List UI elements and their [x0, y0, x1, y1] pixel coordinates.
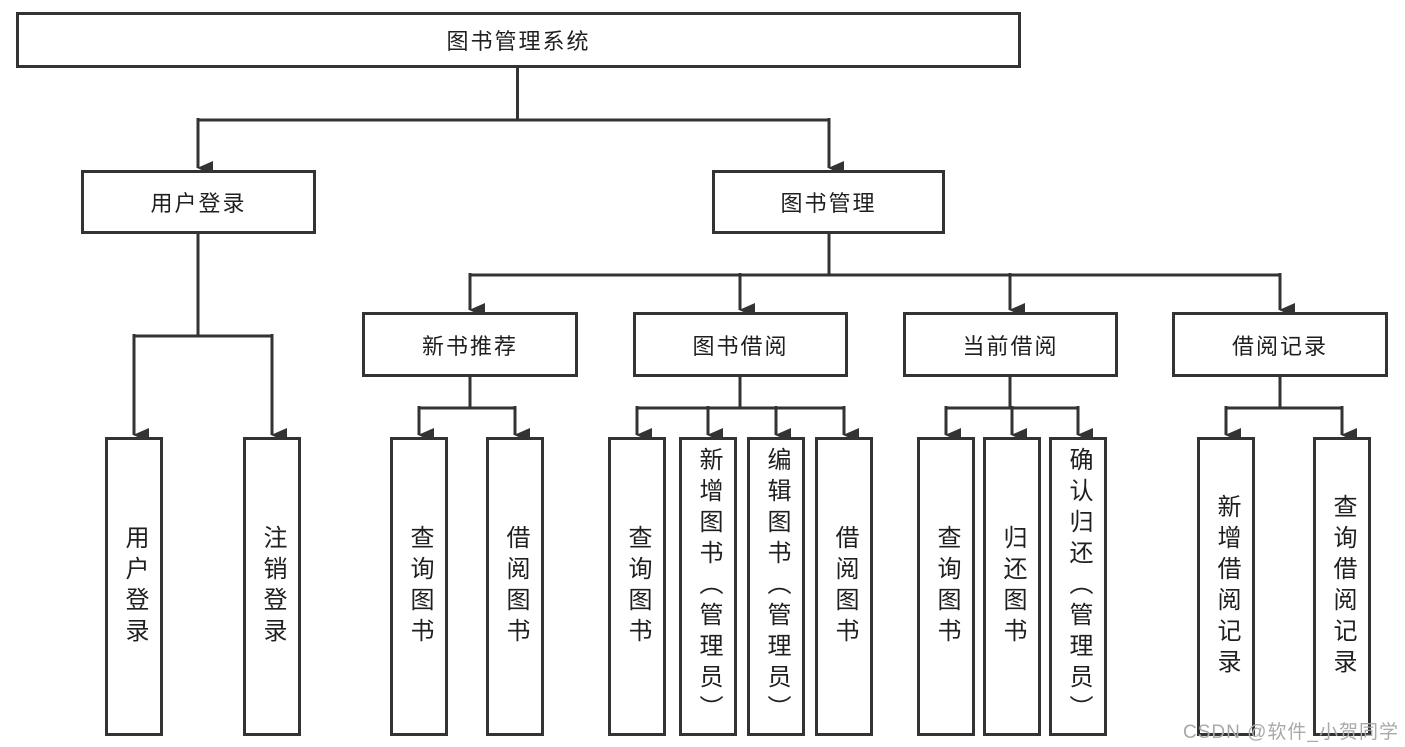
leaf-label: 注销登录 [259, 524, 286, 649]
node-book-borrow: 图书借阅 [633, 312, 848, 377]
leaf-confirm-return-admin: 确认归还（管理员） [1049, 437, 1107, 736]
node-new-book-recommend: 新书推荐 [362, 312, 578, 377]
leaf-label: 查询图书 [624, 524, 651, 649]
leaf-label: 编辑图书（管理员） [763, 447, 790, 726]
leaf-label: 查询图书 [406, 524, 433, 649]
leaf-borrow-books: 借阅图书 [815, 437, 873, 736]
csdn-watermark: CSDN @软件_小贺同学 [1183, 722, 1399, 743]
leaf-user-login: 用户登录 [105, 437, 163, 736]
leaf-edit-book-admin: 编辑图书（管理员） [747, 437, 805, 736]
leaf-label: 查询借阅记录 [1329, 493, 1356, 680]
node-user-login: 用户登录 [81, 170, 316, 234]
leaf-search-books: 查询图书 [917, 437, 975, 736]
leaf-label: 归还图书 [999, 524, 1026, 649]
leaf-add-borrow-record: 新增借阅记录 [1197, 437, 1255, 736]
leaf-label: 查询图书 [933, 524, 960, 649]
leaf-return-books: 归还图书 [983, 437, 1041, 736]
leaf-logout: 注销登录 [243, 437, 301, 736]
leaf-add-book-admin: 新增图书（管理员） [679, 437, 737, 736]
node-book-management: 图书管理 [712, 170, 945, 234]
leaf-search-books: 查询图书 [390, 437, 448, 736]
leaf-borrow-books: 借阅图书 [486, 437, 544, 736]
node-borrow-records: 借阅记录 [1172, 312, 1388, 377]
leaf-label: 用户登录 [121, 524, 148, 649]
node-current-borrow: 当前借阅 [903, 312, 1118, 377]
root-node-library-system: 图书管理系统 [16, 12, 1021, 68]
leaf-label: 新增借阅记录 [1213, 493, 1240, 680]
leaf-label: 确认归还（管理员） [1065, 447, 1092, 726]
leaf-label: 借阅图书 [831, 524, 858, 649]
leaf-search-books: 查询图书 [608, 437, 666, 736]
leaf-search-borrow-record: 查询借阅记录 [1313, 437, 1371, 736]
leaf-label: 新增图书（管理员） [695, 447, 722, 726]
leaf-label: 借阅图书 [502, 524, 529, 649]
